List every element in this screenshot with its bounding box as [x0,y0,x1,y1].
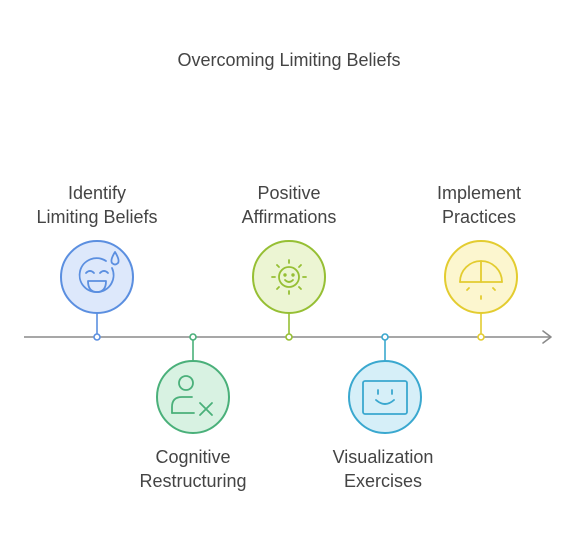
step-label-line: Positive [257,183,321,203]
sun-face-icon [271,259,307,295]
step-circle [156,360,230,434]
step-identify [60,240,134,341]
timeline-dot [477,333,485,341]
step-cognitive [156,333,230,434]
step-label-line: Cognitive [155,447,231,467]
step-label-line: Practices [441,207,517,227]
step-label-visualization: Visualization Exercises [303,445,463,493]
step-visualization [348,333,422,434]
person-remove-icon [171,375,213,416]
screen-smile-icon [362,380,408,415]
step-circle [60,240,134,314]
step-positive [252,240,326,341]
gauge-icon [459,260,503,300]
step-label-line: Visualization [332,447,434,467]
step-label-identify: Identify Limiting Beliefs [17,181,177,229]
step-label-positive: Positive Affirmations [209,181,369,229]
step-label-line: Exercises [343,471,423,491]
timeline-dot [93,333,101,341]
step-label-implement: Implement Practices [399,181,559,229]
step-circle [252,240,326,314]
step-circle [348,360,422,434]
step-label-line: Affirmations [241,207,337,227]
diagram-title: Overcoming Limiting Beliefs [177,50,401,70]
smiling-face-sweat-icon [78,251,120,294]
axis-arrow-icon [542,330,552,344]
step-label-cognitive: Cognitive Restructuring [113,445,273,493]
step-label-line: Limiting Beliefs [36,207,158,227]
step-label-line: Identify [67,183,127,203]
timeline-dot [189,333,197,341]
timeline-dot [381,333,389,341]
step-label-line: Restructuring [139,471,247,491]
step-implement [444,240,518,341]
step-label-line: Implement [436,183,522,203]
timeline-dot [285,333,293,341]
